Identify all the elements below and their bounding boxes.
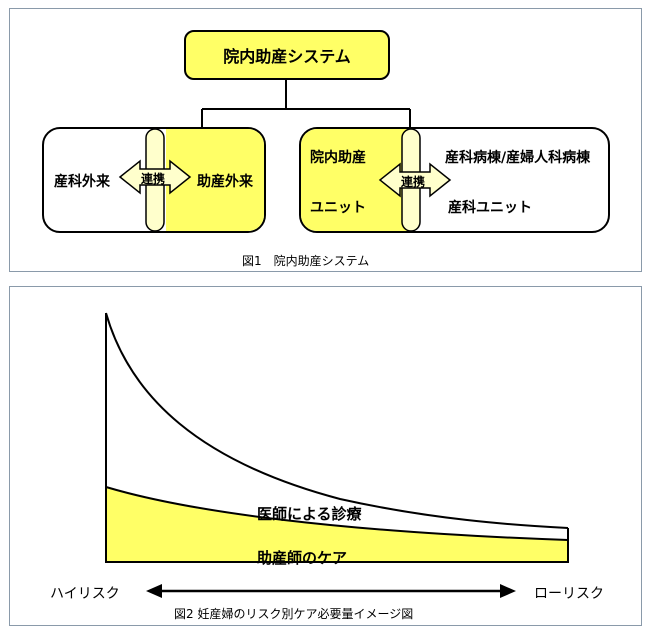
midwife-outpatient-label: 助産外来	[197, 174, 253, 190]
inpatient-link-graphic	[378, 128, 452, 232]
link-label-left: 連携	[141, 172, 166, 186]
risk-arrow-left-head	[146, 584, 162, 598]
system-title-box: 院内助産システム	[184, 30, 390, 80]
midwife-care-label: 助産師のケア	[257, 549, 348, 567]
figure2-panel: 医師による診療 助産師のケア ハイリスク ローリスク 図2 妊産婦のリスク別ケア…	[9, 286, 642, 626]
midwife-care-area	[106, 487, 568, 562]
figure2-caption: 図2 妊産婦のリスク別ケア必要量イメージ図	[174, 607, 414, 621]
figure1-panel: 院内助産システム 産科外来 連携 助産外来 院内助産 ユニット 連携 産科病棟/…	[9, 8, 642, 272]
risk-arrow-right-head	[500, 584, 516, 598]
care-need-graph	[105, 312, 569, 598]
tree-connector-lines	[201, 80, 411, 129]
low-risk-label: ローリスク	[534, 586, 604, 602]
link-label-right: 連携	[401, 175, 426, 189]
doctor-care-label: 医師による診療	[257, 505, 362, 523]
midwife-care-curve	[105, 486, 569, 541]
midwife-unit-label-1: 院内助産	[310, 150, 366, 166]
obstetric-unit-label: 産科ユニット	[448, 200, 532, 216]
system-title: 院内助産システム	[223, 47, 351, 66]
midwife-unit-label-2: ユニット	[310, 200, 366, 216]
figure1-caption: 図1 院内助産システム	[242, 254, 370, 268]
obstetrics-outpatient-label: 産科外来	[54, 174, 110, 190]
outpatient-link-graphic	[118, 128, 192, 232]
doctor-care-curve	[105, 312, 569, 529]
obstetric-ward-label: 産科病棟/産婦人科病棟	[445, 150, 591, 166]
high-risk-label: ハイリスク	[50, 586, 120, 602]
